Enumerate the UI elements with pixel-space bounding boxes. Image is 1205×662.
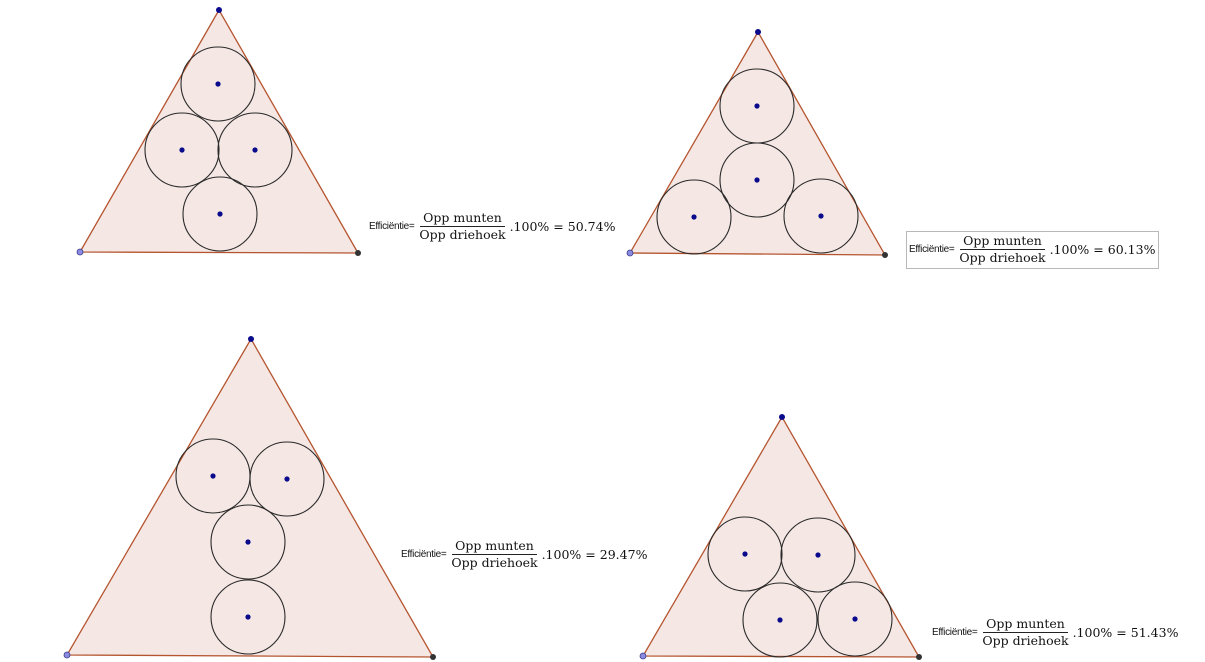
coin-center <box>245 539 251 545</box>
coin-center <box>252 147 258 153</box>
panel-3-figure <box>63 336 436 660</box>
fraction-denominator: Opp driehoek <box>419 227 506 242</box>
efficiency-value: 29.47% <box>599 547 648 562</box>
vertex-point[interactable] <box>355 250 361 256</box>
coin-center <box>818 213 824 219</box>
vertex-point[interactable] <box>916 654 922 660</box>
coin <box>180 46 256 122</box>
fraction-denominator: Opp driehoek <box>959 250 1046 265</box>
panel-2-figure <box>626 29 888 258</box>
coin <box>182 176 258 252</box>
coin-center <box>691 214 697 220</box>
coin <box>210 579 286 655</box>
coin-center <box>742 551 748 557</box>
efficiency-label: Efficiëntie= <box>909 244 955 255</box>
efficiency-formula-2[interactable]: Efficiëntie= Opp munten Opp driehoek .10… <box>906 231 1160 269</box>
coin-center <box>777 617 783 623</box>
efficiency-label: Efficiëntie= <box>369 221 415 232</box>
efficiency-value: 60.13% <box>1107 242 1156 257</box>
equals-sign: = <box>553 219 564 234</box>
fraction-numerator: Opp munten <box>452 539 537 555</box>
efficiency-label: Efficiëntie= <box>932 627 978 638</box>
coin-center <box>217 211 223 217</box>
vertex-point[interactable] <box>755 29 761 35</box>
coin-center <box>754 177 760 183</box>
equals-sign: = <box>1116 625 1127 640</box>
coin <box>780 517 856 593</box>
vertex-point[interactable] <box>248 336 254 342</box>
vertex-point[interactable] <box>882 252 888 258</box>
coin <box>210 504 286 580</box>
coin-center <box>215 81 221 87</box>
coin-center <box>179 147 185 153</box>
equals-sign: = <box>1093 242 1104 257</box>
fraction-denominator: Opp driehoek <box>451 555 538 570</box>
coin-center <box>245 614 251 620</box>
efficiency-value: 50.74% <box>567 219 616 234</box>
coin-center <box>754 103 760 109</box>
efficiency-formula-3[interactable]: Efficiëntie= Opp munten Opp driehoek .10… <box>401 539 647 570</box>
coin <box>783 178 859 254</box>
fraction: Opp munten Opp driehoek <box>956 234 1048 265</box>
coin <box>742 582 818 658</box>
triangle-1 <box>78 8 360 254</box>
vertex-point[interactable] <box>779 414 785 420</box>
coin-center <box>210 473 216 479</box>
coin <box>217 112 293 188</box>
efficiency-label: Efficiëntie= <box>401 549 447 560</box>
coin <box>144 112 220 188</box>
coin <box>817 581 893 657</box>
equals-sign: = <box>585 547 596 562</box>
factor-text: .100% <box>1072 625 1113 640</box>
vertex-point[interactable] <box>639 652 647 660</box>
coin <box>719 142 795 218</box>
vertex-point[interactable] <box>63 651 71 659</box>
factor-text: .100% <box>1049 242 1090 257</box>
efficiency-value: 51.43% <box>1130 625 1179 640</box>
efficiency-formula-1[interactable]: Efficiëntie= Opp munten Opp driehoek .10… <box>369 211 615 242</box>
efficiency-formula-4[interactable]: Efficiëntie= Opp munten Opp driehoek .10… <box>932 617 1178 648</box>
fraction-numerator: Opp munten <box>960 234 1045 250</box>
vertex-point[interactable] <box>216 7 222 13</box>
vertex-point[interactable] <box>430 654 436 660</box>
vertex-point[interactable] <box>76 248 84 256</box>
triangle-3 <box>65 337 435 658</box>
factor-text: .100% <box>509 219 550 234</box>
factor-text: .100% <box>541 547 582 562</box>
coin <box>249 441 325 517</box>
panel-4-figure <box>639 414 922 660</box>
fraction: Opp munten Opp driehoek <box>416 211 508 242</box>
fraction: Opp munten Opp driehoek <box>448 539 540 570</box>
fraction-numerator: Opp munten <box>420 211 505 227</box>
fraction-numerator: Opp munten <box>983 617 1068 633</box>
coin-center <box>284 476 290 482</box>
coin <box>656 179 732 255</box>
vertex-point[interactable] <box>626 249 634 257</box>
panel-1-figure <box>76 7 361 256</box>
fraction: Opp munten Opp driehoek <box>979 617 1071 648</box>
coin-center <box>815 552 821 558</box>
fraction-denominator: Opp driehoek <box>982 633 1069 648</box>
coin-center <box>852 616 858 622</box>
coin <box>707 516 783 592</box>
